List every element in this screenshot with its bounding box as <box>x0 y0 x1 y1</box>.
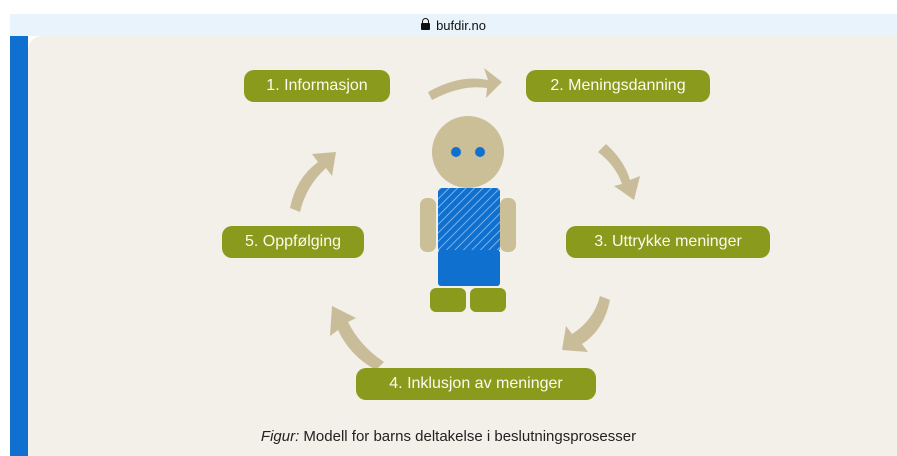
arrow-1-to-2-icon <box>428 68 502 100</box>
side-rail <box>10 36 28 456</box>
step-1-pill: 1. Informasjon <box>244 70 390 102</box>
step-3-label: 3. Uttrykke meninger <box>594 233 742 250</box>
arrow-2-to-3-icon <box>598 144 640 200</box>
step-2-label: 2. Meningsdanning <box>550 77 686 94</box>
arrow-5-to-1-icon <box>290 152 336 212</box>
step-4-label: 4. Inklusjon av meninger <box>389 375 563 392</box>
step-5-pill: 5. Oppfølging <box>222 226 364 258</box>
arrow-3-to-4-icon <box>562 296 610 352</box>
caption-prefix: Figur: <box>260 428 300 445</box>
step-4-pill: 4. Inklusjon av meninger <box>356 368 596 400</box>
step-5-label: 5. Oppfølging <box>244 233 342 250</box>
caption-text: Modell for barns deltakelse i beslutning… <box>299 428 637 445</box>
address-bar[interactable]: bufdir.no <box>10 14 897 36</box>
url-text: bufdir.no <box>436 17 486 33</box>
figure-caption: Figur: Modell for barns deltakelse i bes… <box>0 428 897 445</box>
step-2-pill: 2. Meningsdanning <box>526 70 710 102</box>
step-1-label: 1. Informasjon <box>266 77 368 94</box>
child-figure-icon <box>420 116 516 312</box>
arrow-4-to-5-icon <box>330 306 384 370</box>
lock-icon <box>421 17 431 30</box>
step-3-pill: 3. Uttrykke meninger <box>566 226 770 258</box>
